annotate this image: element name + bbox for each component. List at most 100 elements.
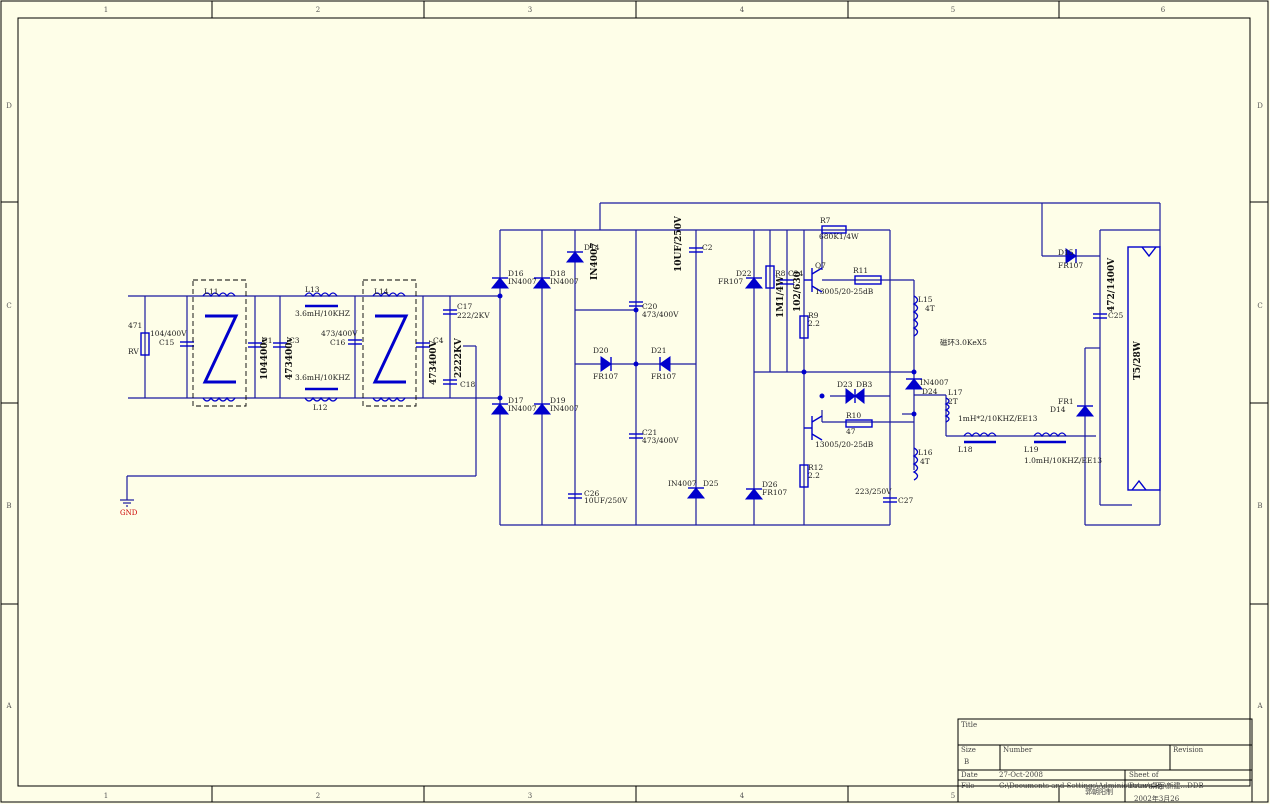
size-label: Size	[961, 746, 976, 754]
inductor-l15	[912, 295, 919, 337]
c3-ref: C3	[289, 336, 300, 345]
r8-value: 1M1/4W	[776, 275, 786, 318]
l16-ref: L16	[918, 448, 933, 457]
junctions	[497, 293, 917, 417]
r11-ref: R11	[853, 266, 868, 275]
l13-ref: L13	[305, 285, 320, 294]
diode-d18	[532, 277, 552, 289]
ground-symbol	[120, 499, 134, 507]
drawn-by-label: Drawn By	[1129, 782, 1164, 790]
core-note: 磁环3.0KeX5	[940, 337, 987, 347]
d17-ref: D17	[508, 396, 524, 405]
resistor-r10	[845, 419, 873, 428]
d16-ref: D16	[508, 269, 524, 278]
diode-d25	[686, 487, 706, 499]
l12-ref: L12	[313, 403, 328, 412]
stamp-line-1: 郭朝阳制	[1085, 787, 1113, 796]
d23-ref: D23	[837, 380, 853, 389]
diode-d17	[490, 403, 510, 415]
r9-ref: R9	[808, 311, 819, 320]
capacitor-c20	[629, 301, 643, 307]
diode-d19	[532, 403, 552, 415]
l16-turns: 4T	[920, 457, 930, 466]
l14-core	[372, 314, 409, 384]
row-label-b: B	[6, 502, 11, 510]
r10-value: 47	[846, 427, 856, 436]
inductor-l16	[912, 447, 919, 481]
c1-ref: C1	[262, 336, 273, 345]
l15-turns: 4T	[925, 304, 935, 313]
resistor-r12	[799, 464, 809, 488]
l13-value: 3.6mH/10KHZ	[295, 309, 350, 318]
d14-part: IN4007	[590, 243, 600, 281]
col-label-2-bottom: 2	[316, 792, 320, 800]
capacitor-c24	[780, 279, 794, 285]
c27-value: 223/250V	[855, 487, 892, 496]
c1-value: 104400v	[260, 336, 270, 380]
r12-value: 2.2	[808, 471, 820, 480]
sheet-label: Sheet of	[1129, 771, 1160, 779]
c15-value: 104/400V	[150, 329, 187, 338]
capacitor-c26	[568, 493, 582, 499]
c25-ref: C25	[1108, 311, 1124, 320]
col-label-3-bottom: 3	[528, 792, 532, 800]
diode-d14	[565, 251, 585, 263]
c3-value: 473400v	[285, 336, 295, 380]
capacitor-c4	[416, 342, 430, 348]
date-label: Date	[961, 771, 978, 779]
transistor-q-low	[804, 415, 823, 441]
inductor-l17	[944, 397, 950, 423]
col-label-1: 1	[104, 6, 108, 14]
d24-part: IN4007	[920, 378, 949, 387]
col-label-4: 4	[740, 6, 745, 14]
capacitor-c16	[348, 339, 362, 345]
r7-value: 680K1/4W	[819, 232, 859, 241]
c27-ref: C27	[898, 496, 914, 505]
d21-part: FR107	[651, 372, 676, 381]
l19-ref: L19	[1024, 445, 1039, 454]
row-label-b-right: B	[1257, 502, 1262, 510]
col-label-6: 6	[1161, 6, 1166, 14]
d17-part: IN4007	[508, 404, 537, 413]
c16-ref: C16	[330, 338, 346, 347]
l18-value: 1mH*2/10KHZ/EE13	[958, 414, 1038, 423]
capacitor-c2	[689, 247, 703, 253]
transistor-q7	[804, 267, 823, 293]
d18-part: IN4007	[550, 277, 579, 286]
c15-ref: C15	[159, 338, 175, 347]
q7-ref: Q7	[815, 261, 826, 270]
q-low-part: 13005/20-25dB	[815, 440, 874, 449]
capacitor-c18	[443, 379, 457, 385]
inductor-l19	[1033, 432, 1067, 444]
l11-core	[202, 314, 239, 384]
r7-ref: R7	[820, 216, 831, 225]
l11-coil-bottom	[202, 396, 236, 402]
diode-fr1	[1075, 405, 1095, 417]
d22-ref: D22	[736, 269, 752, 278]
c21-value: 473/400V	[642, 436, 679, 445]
d20-ref: D20	[593, 346, 609, 355]
c2-value: 10UF/250V	[674, 215, 684, 272]
d25-ref: D25	[703, 479, 719, 488]
capacitor-c21	[629, 433, 643, 439]
d15-ref: D15	[1058, 248, 1074, 257]
c2-ref: C2	[702, 243, 713, 252]
col-label-5: 5	[951, 6, 955, 14]
d21-ref: D21	[651, 346, 667, 355]
l14-outline	[362, 279, 417, 407]
l15-ref: L15	[918, 295, 933, 304]
inductor-l12	[304, 387, 338, 402]
inductor-l18	[963, 432, 997, 444]
diode-d15	[1065, 248, 1077, 264]
d14-ref: D14	[584, 243, 600, 252]
q7-part: 13005/20-25dB	[815, 287, 874, 296]
col-label-2: 2	[316, 6, 320, 14]
r9-value: 2.2	[808, 319, 820, 328]
row-label-c: C	[6, 302, 11, 310]
l12-value: 3.6mH/10KHZ	[295, 373, 350, 382]
diode-d22	[744, 277, 764, 289]
varistor-ref: RV	[128, 347, 139, 356]
l11-outline	[192, 279, 247, 407]
d24-ref: D24	[922, 387, 938, 396]
